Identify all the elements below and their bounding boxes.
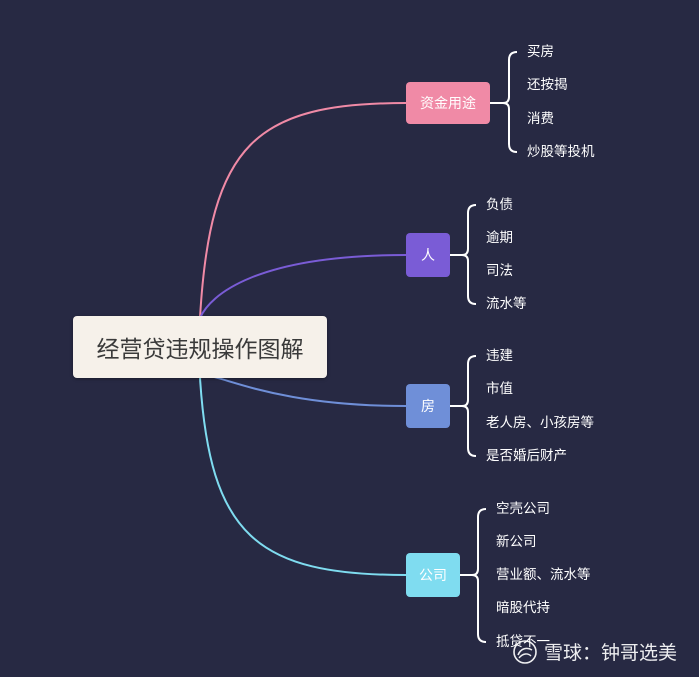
branch-link: [199, 377, 407, 576]
leaf-item: 违建: [486, 348, 513, 364]
bracket: [461, 204, 477, 305]
leaf-item: 市值: [486, 381, 513, 397]
root-label: 经营贷违规操作图解: [96, 337, 304, 363]
root-node: 经营贷违规操作图解: [73, 316, 327, 378]
leaf-item: 新公司: [496, 534, 537, 550]
branch-label: 人: [421, 248, 435, 264]
bracket: [502, 51, 518, 153]
leaf-item: 是否婚后财产: [486, 448, 567, 464]
leaf-item: 消费: [527, 111, 554, 127]
branch-node: 公司: [406, 553, 460, 597]
leaf-item: 流水等: [486, 296, 527, 312]
branch-label: 房: [421, 399, 435, 415]
snowball-logo-icon: [513, 639, 537, 664]
bracket: [461, 355, 477, 457]
leaf-item: 司法: [486, 263, 513, 279]
leaf-item: 买房: [527, 44, 554, 60]
leaf-item: 老人房、小孩房等: [486, 415, 594, 431]
leaf-item: 空壳公司: [496, 501, 550, 517]
branch-label: 资金用途: [420, 96, 476, 112]
leaf-item: 暗股代持: [496, 600, 550, 616]
branch-node: 房: [406, 384, 450, 428]
branch-link: [199, 254, 407, 319]
leaf-item: 逾期: [486, 230, 513, 246]
watermark-text: 雪球：钟哥选美: [543, 642, 677, 664]
branch-node: 资金用途: [406, 82, 490, 124]
watermark: 雪球：钟哥选美: [512, 638, 677, 665]
branch-link: [199, 374, 407, 407]
branch-link: [199, 102, 407, 319]
leaf-item: 炒股等投机: [527, 144, 595, 160]
leaf-item: 抵贷不一: [496, 634, 550, 650]
leaf-item: 还按揭: [527, 77, 568, 93]
leaf-item: 负债: [486, 197, 513, 213]
bracket: [471, 508, 487, 643]
branch-node: 人: [406, 233, 450, 277]
leaf-item: 营业额、流水等: [496, 567, 591, 583]
branch-label: 公司: [419, 568, 447, 584]
